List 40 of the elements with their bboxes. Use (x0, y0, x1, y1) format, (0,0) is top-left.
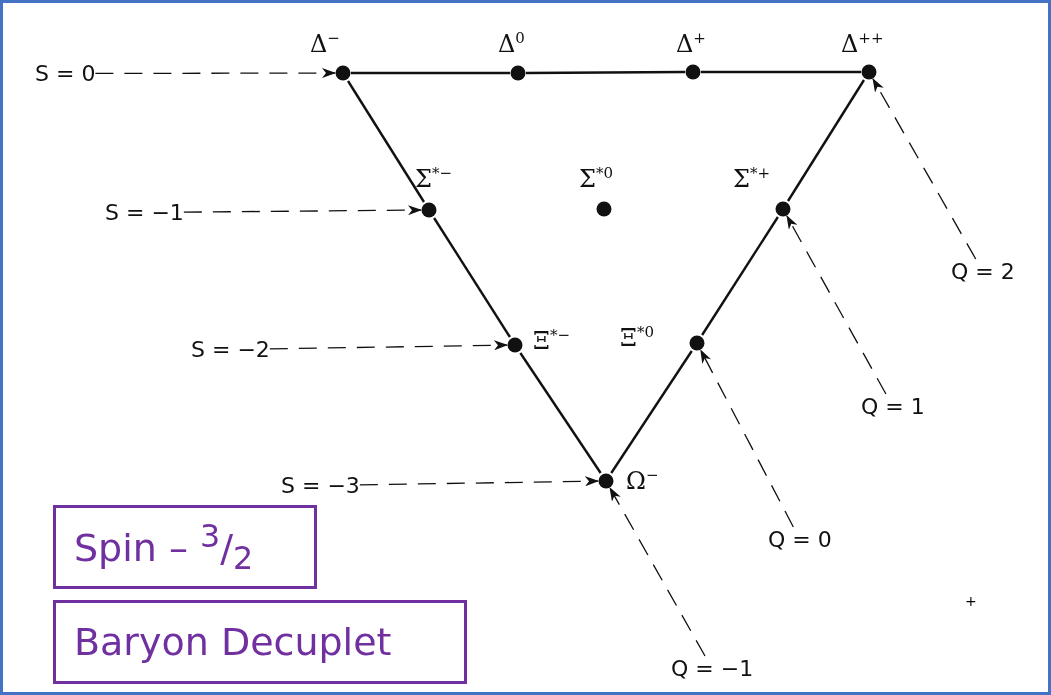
multiplet-line (701, 70, 861, 74)
particle-label: Δ$^{−}$ (310, 31, 340, 56)
dashed-arrow (359, 476, 599, 487)
particle-label: Σ$^{*−}$ (415, 166, 453, 191)
particle-label: Ξ$^{*−}$ (533, 328, 570, 353)
particle-label: Σ$^{*0}$ (579, 166, 613, 191)
stray-mark: + (965, 593, 977, 609)
multiplet-line (519, 352, 602, 474)
dashed-arrow (94, 68, 336, 79)
quantum-number-label: Q = 1 (861, 394, 925, 419)
title-box (53, 505, 317, 589)
dashed-arrow (269, 340, 508, 351)
particle-label: Δ$^{+}$ (676, 31, 706, 56)
dashed-arrow (872, 78, 977, 260)
dashed-arrow (609, 487, 706, 657)
multiplet-line (701, 216, 779, 336)
multiplet-line (433, 217, 511, 338)
quantum-number-label: Q = −1 (671, 656, 754, 681)
quantum-number-label: S = −3 (281, 473, 360, 498)
title-text: Spin – $^{3}$/$_{2}$ (74, 517, 254, 577)
multiplet-line (610, 350, 693, 474)
quantum-number-label: S = −2 (191, 337, 270, 362)
multiplet-line (787, 79, 865, 202)
multiplet-line (526, 70, 685, 75)
dashed-arrow (700, 349, 794, 528)
quantum-number-label: Q = 2 (951, 259, 1015, 284)
particle-label: Ω$^{−}$ (626, 468, 659, 493)
particle-label: Ξ$^{*0}$ (620, 325, 654, 350)
quantum-number-label: S = 0 (35, 61, 96, 86)
multiplet-line (351, 71, 510, 75)
multiplet-line (347, 80, 425, 203)
dashed-arrow (786, 215, 887, 395)
title-text: Baryon Decuplet (74, 620, 392, 664)
quantum-number-label: S = −1 (105, 200, 184, 225)
dashed-arrow (183, 205, 422, 216)
particle-label: Δ$^{++}$ (841, 31, 884, 56)
quantum-number-label: Q = 0 (768, 527, 832, 552)
particle-label: Δ$^{0}$ (498, 31, 525, 56)
title-box (53, 600, 467, 684)
particle-label: Σ$^{*+}$ (733, 166, 771, 191)
